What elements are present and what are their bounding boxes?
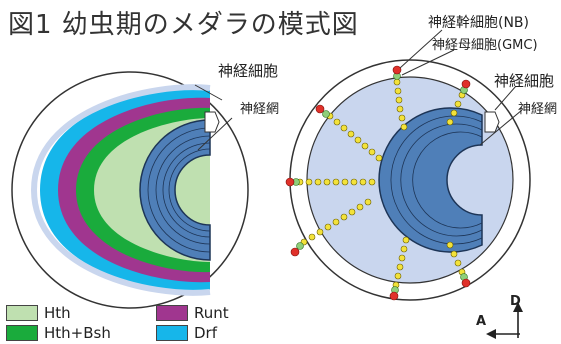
axis-a-label: A [476,314,487,329]
left-neuropil [139,119,211,261]
hth-bsh-swatch [6,325,38,341]
legend-item-hth: Hth [6,304,71,322]
axis-d-label: D [510,294,521,309]
left-medulla-diagram [11,71,249,309]
right-neuropil-label: 神経網 [518,102,558,117]
right-medulla-diagram [285,29,531,301]
legend-label-hth-bsh: Hth+Bsh [44,324,111,342]
legend: Hth Hth+Bsh Runt Drf [6,304,326,344]
left-lamina-notch [204,111,220,133]
right-neuron-label: 神経細胞 [494,72,555,90]
legend-label-runt: Runt [194,304,229,322]
axis-arrows [486,302,523,339]
left-neuron-label: 神経細胞 [218,62,279,80]
right-neuropil [378,107,483,253]
figure-title: 図1 幼虫期のメダラの模式図 [8,10,359,40]
runt-swatch [156,305,188,321]
drf-swatch [156,325,188,341]
gmc-label: 神経母細胞(GMC) [432,38,538,53]
nb-cells [285,65,471,301]
hth-swatch [6,305,38,321]
legend-item-runt: Runt [156,304,229,322]
legend-label-drf: Drf [194,324,217,342]
legend-item-drf: Drf [156,324,217,342]
right-lamina-notch [484,111,500,133]
legend-label-hth: Hth [44,304,71,322]
left-outer-light [30,84,211,296]
nb-label: 神経幹細胞(NB) [428,15,530,31]
left-neuropil-label: 神経網 [240,102,280,117]
legend-item-hth-bsh: Hth+Bsh [6,324,111,342]
